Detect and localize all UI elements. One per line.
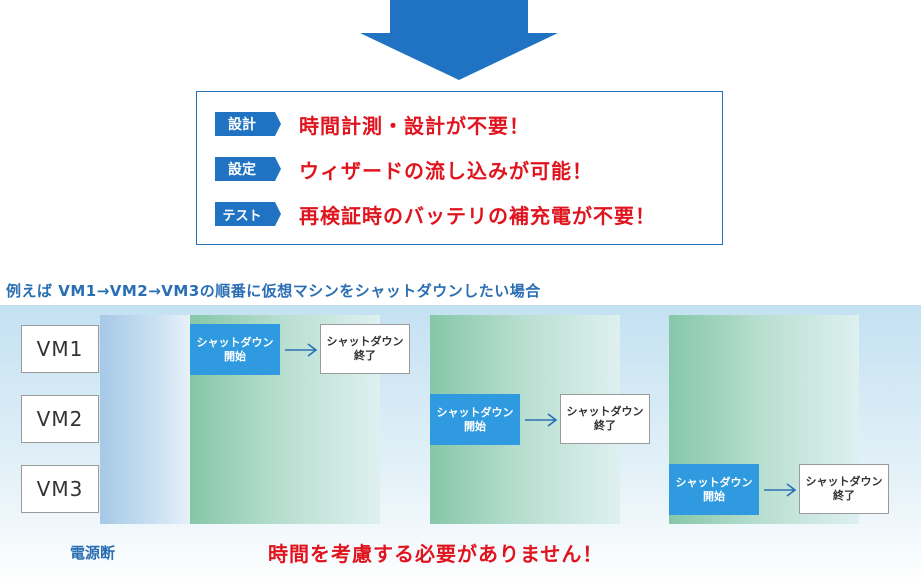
vm1-label: VM1 [21, 325, 99, 373]
start-sub-label: 開始 [464, 419, 486, 433]
vm1-shutdown-start: シャットダウン 開始 [190, 324, 280, 375]
start-sub-label: 開始 [703, 489, 725, 503]
vm3-shutdown-start: シャットダウン 開始 [669, 464, 759, 515]
start-label: シャットダウン [436, 405, 514, 419]
power-off-strip [100, 315, 190, 524]
vm2-label: VM2 [21, 395, 99, 443]
vm3-label: VM3 [21, 465, 99, 513]
tag-config: 設定 [215, 157, 281, 181]
conclusion-text: 時間を考慮する必要がありません！ [268, 542, 604, 566]
end-label: シャットダウン [566, 405, 644, 418]
end-label: シャットダウン [326, 335, 404, 348]
vm3-shutdown-end: シャットダウン 終了 [799, 464, 889, 514]
feature-text-test: 再検証時のバッテリの補充電が不要！ [299, 203, 656, 228]
end-label: シャットダウン [805, 475, 883, 488]
down-arrow-icon [360, 0, 558, 80]
right-arrow-icon [764, 483, 797, 497]
feature-row-test: テスト 再検証時のバッテリの補充電が不要！ [215, 201, 656, 228]
feature-box: 設計 時間計測・設計が不要！ 設定 ウィザードの流し込みが可能！ テスト 再検証… [196, 91, 723, 245]
phase-panel-vm2: シャットダウン 開始 シャットダウン 終了 [430, 315, 650, 524]
vm2-shutdown-start: シャットダウン 開始 [430, 394, 520, 445]
feature-text-config: ウィザードの流し込みが可能！ [299, 158, 593, 183]
end-sub-label: 終了 [833, 489, 855, 502]
feature-text-design: 時間計測・設計が不要！ [299, 113, 530, 138]
feature-row-design: 設計 時間計測・設計が不要！ [215, 111, 530, 138]
vm1-shutdown-end: シャットダウン 終了 [320, 324, 410, 374]
start-label: シャットダウン [196, 335, 274, 349]
phase-panel-vm3: シャットダウン 開始 シャットダウン 終了 [669, 315, 889, 524]
power-off-caption: 電源断 [70, 544, 116, 562]
phase-panel-vm1: シャットダウン 開始 シャットダウン 終了 [190, 315, 410, 524]
feature-row-config: 設定 ウィザードの流し込みが可能！ [215, 156, 593, 183]
right-arrow-icon [525, 413, 558, 427]
tag-test: テスト [215, 202, 281, 226]
start-label: シャットダウン [675, 475, 753, 489]
vm2-shutdown-end: シャットダウン 終了 [560, 394, 650, 444]
example-caption: 例えば VM1→VM2→VM3の順番に仮想マシンをシャットダウンしたい場合 [6, 282, 541, 300]
tag-design: 設計 [215, 112, 281, 136]
right-arrow-icon [285, 343, 318, 357]
start-sub-label: 開始 [224, 349, 246, 363]
end-sub-label: 終了 [354, 349, 376, 362]
end-sub-label: 終了 [594, 419, 616, 432]
